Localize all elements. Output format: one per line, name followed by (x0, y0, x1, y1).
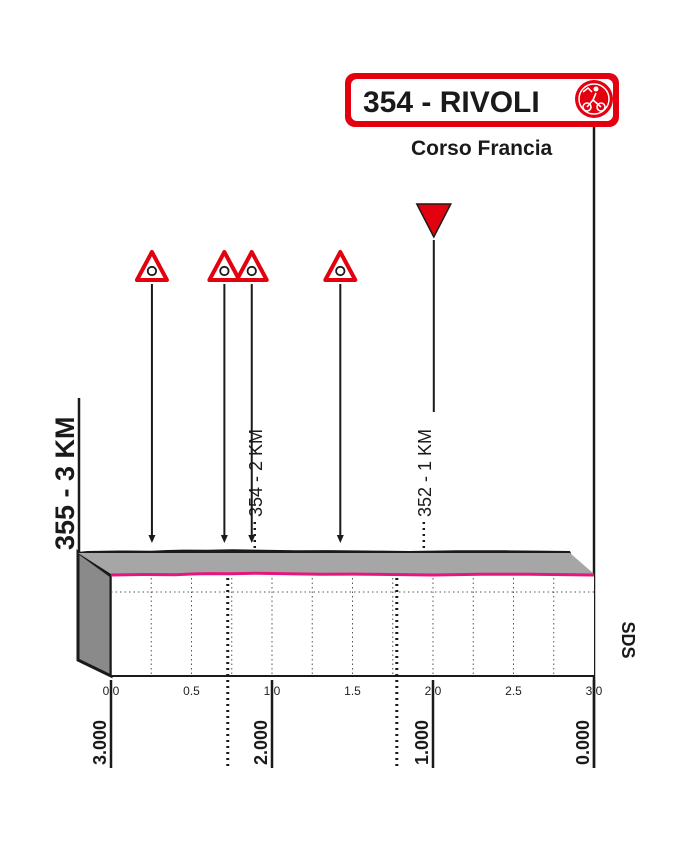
x-axis-ticks: 0.00.51.01.52.02.53.0 (103, 684, 603, 698)
profile-route-line (110, 571, 595, 577)
distance-to-go-label: 2.000 (251, 720, 271, 765)
start-label: 355 - 3 KM (50, 416, 80, 550)
sds-label: SDS (618, 621, 638, 658)
distance-to-go-label: 3.000 (90, 720, 110, 765)
cyclist-finish-icon (575, 80, 613, 118)
finish-banner: 354 - RIVOLI (345, 73, 619, 127)
warning-pointer-head (248, 535, 256, 543)
roundabout-warning-icon (323, 250, 358, 282)
x-tick-label: 0.5 (183, 684, 200, 698)
warning-pointer-head (148, 535, 156, 543)
flag-1km (415, 203, 453, 412)
roundabout-warnings (134, 250, 358, 543)
distance-to-go-label: 0.000 (573, 720, 593, 765)
warning-pointer-head (336, 535, 344, 543)
start-label-group: 355 - 3 KM (50, 398, 81, 552)
x-tick-label: 2.5 (505, 684, 522, 698)
warning-pointer-head (220, 535, 228, 543)
roundabout-warning-icon (207, 250, 242, 282)
roundabout-warning-icon (234, 250, 269, 282)
finish-title: 354 - RIVOLI (363, 86, 540, 119)
red-triangle-1km-icon (415, 203, 453, 239)
km-markers: 354 - 2 KM 352 - 1 KM (226, 429, 435, 768)
profile-surface (78, 553, 594, 574)
km-marker-label: 352 - 1 KM (415, 429, 435, 517)
profile-block (76, 549, 594, 679)
x-tick-label: 1.5 (344, 684, 361, 698)
finish-subtitle: Corso Francia (411, 137, 553, 160)
km-marker-label: 354 - 2 KM (246, 429, 266, 517)
finish-banner-inner (351, 79, 613, 121)
distance-to-go-label: 1.000 (412, 720, 432, 765)
profile-front-face (111, 576, 594, 676)
distance-to-go-axis: 3.000 2.000 1.000 0.000 (90, 680, 596, 768)
roundabout-warning-icon (134, 250, 169, 282)
